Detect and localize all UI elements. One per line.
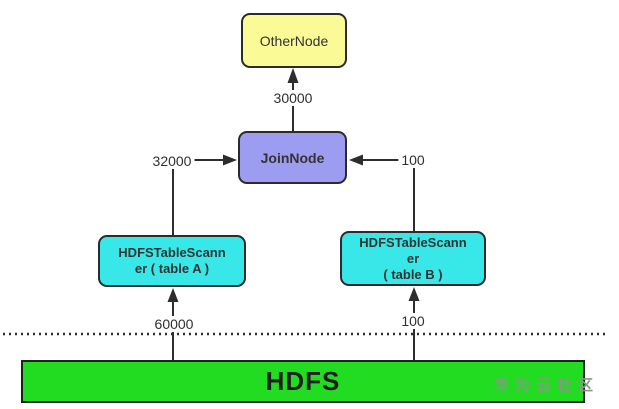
node-joinnode-label: JoinNode xyxy=(260,149,325,166)
edge-scanner-a-to-join xyxy=(172,159,224,235)
node-scanner-a-line1: HDFSTableScann xyxy=(118,245,226,260)
arrowhead-up-scanner-a xyxy=(167,288,179,302)
arrowhead-left-joinnode xyxy=(349,154,363,166)
node-hdfstablescanner-a: HDFSTableScann er ( table A ) xyxy=(98,235,246,287)
node-scanner-b-line1: HDFSTableScann xyxy=(359,234,467,250)
arrowhead-up-scanner-b xyxy=(408,287,420,301)
node-hdfstablescanner-b: HDFSTableScann er ( table B ) xyxy=(340,231,486,286)
node-scanner-b-line3: ( table B ) xyxy=(383,266,443,282)
node-joinnode: JoinNode xyxy=(238,131,347,184)
edge-scanner-b-to-join xyxy=(362,159,415,231)
node-scanner-a-line2: er ( table A ) xyxy=(134,261,210,276)
arrowhead-right-joinnode xyxy=(223,154,237,166)
node-othernode: OtherNode xyxy=(241,13,347,68)
node-scanner-b-line2: er xyxy=(406,250,420,266)
node-hdfs-bar: HDFS xyxy=(21,360,585,403)
edge-label-32000: 32000 xyxy=(149,153,195,169)
arrowhead-up-othernode xyxy=(287,68,299,83)
node-othernode-label: OtherNode xyxy=(259,32,329,49)
edge-label-100-bottom: 100 xyxy=(398,313,428,329)
edge-label-60000: 60000 xyxy=(151,316,197,332)
edge-label-30000: 30000 xyxy=(270,90,316,106)
watermark-huawei-cloud-community: 华为云社区 xyxy=(494,377,600,394)
node-hdfs-label: HDFS xyxy=(265,366,341,396)
edge-label-100-right: 100 xyxy=(398,152,428,168)
